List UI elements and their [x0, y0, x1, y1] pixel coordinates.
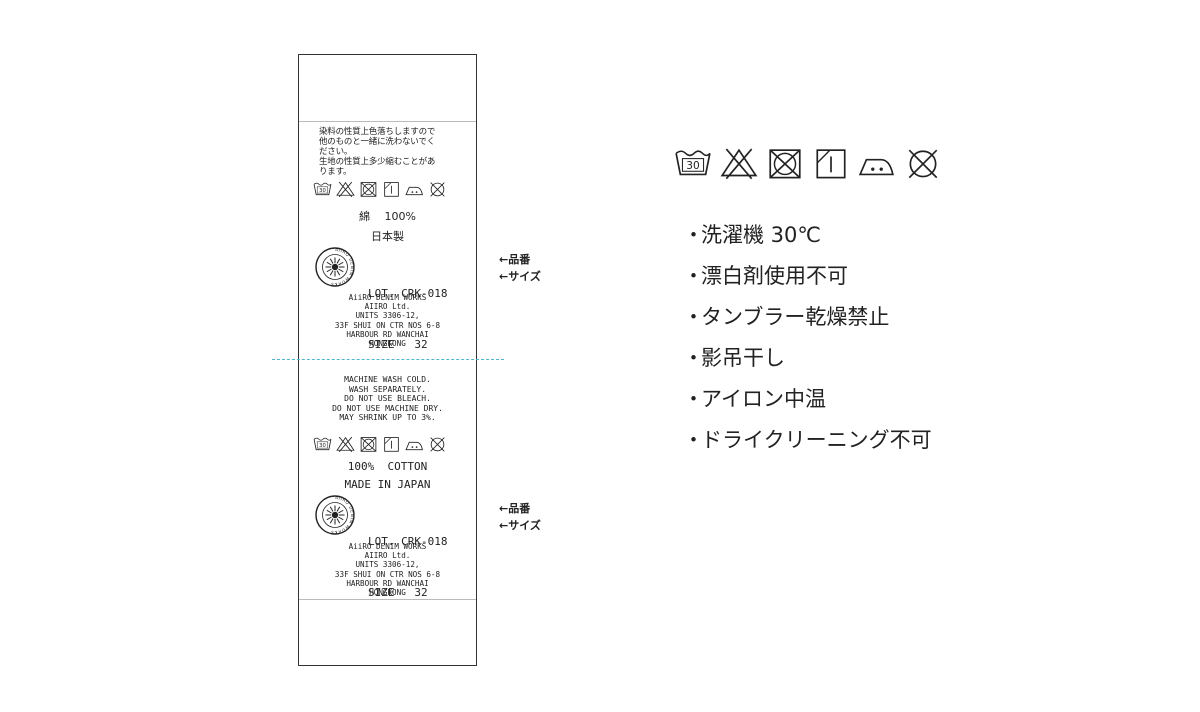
iron-medium-icon [405, 441, 423, 451]
bullet: ・ [683, 264, 704, 288]
bullet: ・ [683, 428, 704, 452]
bullet: ・ [683, 346, 704, 370]
svg-text:30: 30 [686, 160, 700, 172]
pointer-annotation-jp: ←品番 ←サイズ [499, 251, 541, 285]
wash-30-icon: 30 [313, 182, 332, 196]
no-tumble-dry-icon [360, 437, 377, 452]
no-bleach-icon [720, 148, 758, 180]
care-note-line: DO NOT USE BLEACH. [344, 394, 431, 404]
address-line: AIIRO Ltd. [364, 302, 411, 312]
address-block-jp: AiiRO DENIM WORKS AIIRO Ltd. UNITS 3306-… [299, 293, 476, 348]
composition-en: 100% COTTON [347, 460, 428, 473]
lot-pointer: ←品番 [499, 253, 531, 266]
address-line: AIIRO Ltd. [364, 551, 411, 561]
address-line: UNITS 3306-12, [355, 311, 420, 321]
shade-hang-dry-icon [816, 149, 846, 179]
care-note-line: MACHINE WASH COLD. [344, 375, 431, 384]
svg-text:30: 30 [319, 443, 326, 449]
care-notes-en: MACHINE WASH COLD. WASH SEPARATELY. DO N… [299, 375, 476, 423]
address-line: UNITS 3306-12, [355, 560, 420, 570]
legend-text: 漂白剤使用不可 [701, 264, 848, 288]
shade-hang-dry-icon [384, 437, 399, 452]
top-fold-line [299, 121, 476, 122]
care-note-line: 他のものと一緒に洗わないでく [319, 137, 435, 147]
pointer-annotation-en: ←品番 ←サイズ [499, 500, 541, 534]
size-value: SIZE 32 [368, 586, 428, 599]
address-line: 33F SHUI ON CTR NOS 6-8 [334, 569, 441, 579]
brand-seal-icon: AIIRO DENIM WORKS [315, 495, 355, 535]
bottom-fold-line [299, 599, 476, 600]
lot-size-block-jp: LOT. CRK-018 SIZE 32 [368, 251, 447, 387]
bullet: ・ [683, 387, 704, 411]
cut-guide-line [272, 359, 504, 360]
care-label-strip: 染料の性質上色落ちしますので 他のものと一緒に洗わないでく ださい。 生地の性質… [298, 54, 477, 666]
address-line: HARBOUR RD WANCHAI [346, 578, 429, 588]
wash-30-icon: 30 [675, 150, 711, 176]
legend-text: 影吊干し [701, 346, 785, 370]
legend-text: ドライクリーニング不可 [701, 428, 932, 452]
address-line: HONGKONG [369, 339, 406, 349]
size-pointer: ←サイズ [499, 519, 541, 532]
legend-item: ・影吊干し [683, 338, 932, 379]
legend-text: 洗濯機 30℃ [701, 223, 821, 247]
care-notes-jp: 染料の性質上色落ちしますので 他のものと一緒に洗わないでく ださい。 生地の性質… [319, 127, 464, 177]
origin-jp: 日本製 [371, 230, 404, 243]
brand-seal-icon: AIIRO DENIM WORKS [315, 247, 355, 287]
no-dry-clean-icon [430, 182, 445, 197]
legend-item: ・洗濯機 30℃ [683, 215, 932, 256]
care-note-line: ります。 [319, 167, 352, 177]
legend-text: アイロン中温 [701, 387, 826, 411]
address-line: HONGKONG [369, 588, 406, 598]
shade-hang-dry-icon [384, 182, 399, 197]
no-dry-clean-icon [908, 149, 938, 179]
no-tumble-dry-icon [360, 182, 377, 197]
lot-number: LOT. CRK-018 [368, 287, 448, 300]
care-icons-legend-row: 30 [674, 147, 942, 181]
care-icons-row-en: 30 [313, 436, 447, 453]
size-value: SIZE 32 [368, 338, 428, 351]
address-line: AiiRO DENIM WORKS [348, 293, 427, 302]
lot-size-block-en: LOT. CRK-018 SIZE 32 [368, 499, 447, 635]
address-line: 33F SHUI ON CTR NOS 6-8 [334, 320, 441, 330]
lot-number: LOT. CRK-018 [368, 535, 448, 548]
composition-jp: 綿 100% [359, 210, 416, 223]
legend-item: ・ドライクリーニング不可 [683, 420, 932, 461]
bullet: ・ [683, 223, 704, 247]
no-tumble-dry-icon [769, 149, 801, 179]
no-dry-clean-icon [430, 437, 445, 452]
no-bleach-icon [336, 436, 355, 453]
address-line: HARBOUR RD WANCHAI [346, 329, 429, 339]
care-legend-list: ・洗濯機 30℃ ・漂白剤使用不可 ・タンブラー乾燥禁止 ・影吊干し ・アイロン… [683, 215, 932, 461]
care-note-line: 染料の性質上色落ちしますので [319, 127, 436, 137]
care-note-line: WASH SEPARATELY. [348, 384, 427, 394]
care-note-line: DO NOT USE MACHINE DRY. [332, 403, 443, 413]
origin-en: MADE IN JAPAN [344, 478, 431, 491]
care-note-line: MAY SHRINK UP TO 3%. [339, 413, 436, 423]
legend-item: ・アイロン中温 [683, 379, 932, 420]
legend-item: ・タンブラー乾燥禁止 [683, 297, 932, 338]
no-bleach-icon [336, 181, 355, 198]
care-icons-row-jp: 30 [313, 181, 447, 198]
care-note-line: ださい。 [319, 147, 353, 157]
address-line: AiiRO DENIM WORKS [348, 542, 427, 551]
address-block-en: AiiRO DENIM WORKS AIIRO Ltd. UNITS 3306-… [299, 542, 476, 597]
legend-text: タンブラー乾燥禁止 [701, 305, 890, 329]
svg-text:30: 30 [319, 188, 326, 194]
care-note-line: 生地の性質上多少縮むことがあ [319, 157, 436, 167]
size-pointer: ←サイズ [499, 270, 541, 283]
wash-30-icon: 30 [313, 437, 332, 451]
iron-medium-icon [405, 186, 423, 196]
bullet: ・ [683, 305, 704, 329]
lot-pointer: ←品番 [499, 502, 531, 515]
iron-medium-icon [858, 158, 894, 176]
legend-item: ・漂白剤使用不可 [683, 256, 932, 297]
